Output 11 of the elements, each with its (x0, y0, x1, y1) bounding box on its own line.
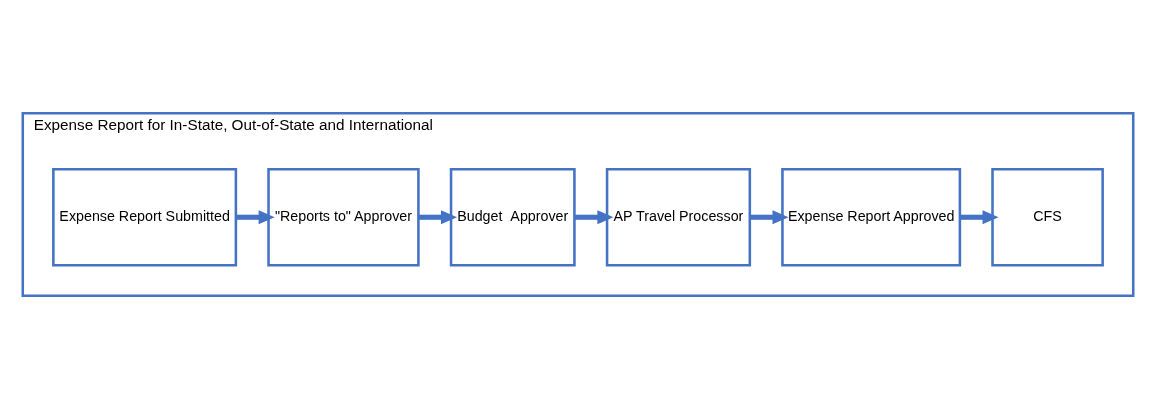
node-box: AP Travel Processor (605, 168, 752, 267)
node-box: CFS (991, 168, 1104, 267)
node-box: Expense Report Submitted (52, 168, 238, 267)
arrow (236, 210, 275, 225)
arrow (418, 210, 457, 225)
node-box: Budget Approver (449, 168, 576, 267)
node-box: Expense Report Approved (781, 168, 962, 267)
node-box: "Reports to" Approver (267, 168, 420, 267)
arrow (574, 210, 614, 225)
arrow (749, 210, 789, 225)
arrow (959, 210, 999, 225)
